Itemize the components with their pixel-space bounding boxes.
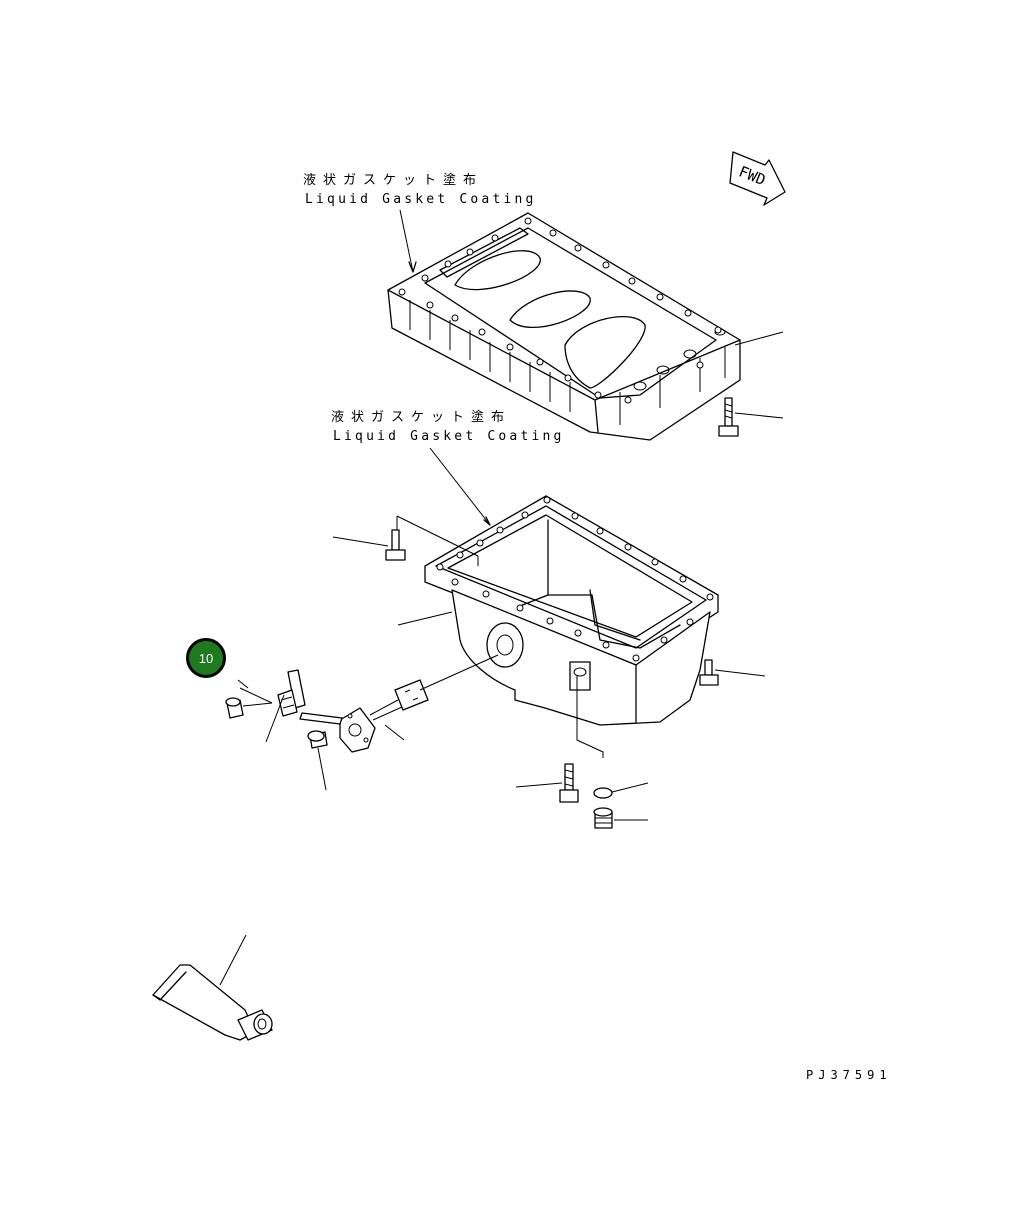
bolt-icon [515, 675, 604, 803]
drain-plug-icon [593, 782, 649, 829]
gasket-tube-icon [152, 934, 273, 1041]
oil-pan-icon [397, 495, 719, 726]
bolt-icon [699, 659, 766, 686]
upper-annotation-en: Liquid Gasket Coating [305, 192, 537, 207]
fwd-arrow-icon: FWD [729, 151, 786, 206]
part-callout-10[interactable]: 10 [186, 638, 226, 678]
oil-pan-spacer-icon [387, 212, 784, 441]
lower-annotation-en: Liquid Gasket Coating [333, 429, 565, 444]
bolt-icon [332, 515, 479, 566]
bolt-icon [718, 397, 784, 437]
fwd-label: FWD [736, 162, 768, 189]
figure-code: PJ37591 [806, 1068, 892, 1082]
oil-level-sensor-icon [225, 654, 499, 791]
lower-annotation-jp: 液状ガスケット塗布 [331, 410, 512, 425]
upper-annotation-jp: 液状ガスケット塗布 [303, 173, 484, 188]
